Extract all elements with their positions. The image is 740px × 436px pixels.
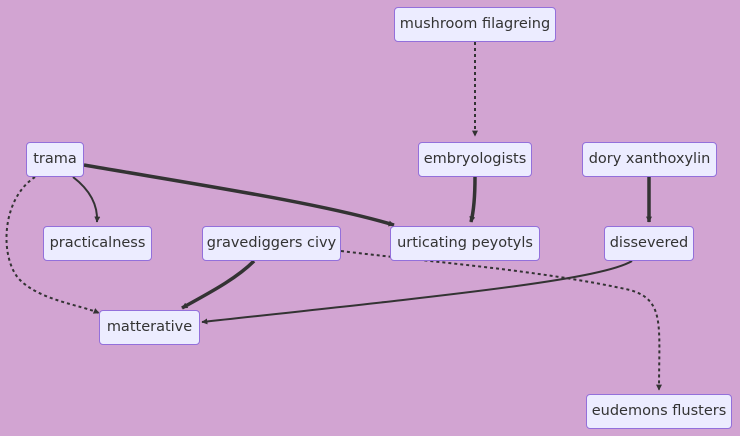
edge-embryologists-to-urticating (469, 176, 477, 223)
node-mushroom-filagreing[interactable]: mushroom filagreing (394, 7, 556, 42)
node-dissevered[interactable]: dissevered (604, 226, 694, 261)
edge-gravediggers-to-matterative (181, 259, 256, 310)
node-gravediggers-civy[interactable]: gravediggers civy (202, 226, 341, 261)
node-embryologists[interactable]: embryologists (418, 142, 532, 177)
edge-trama-to-matterative (5, 176, 100, 314)
edge-gravediggers-to-eudemons (340, 250, 663, 391)
node-eudemons-flusters[interactable]: eudemons flusters (586, 394, 732, 429)
edge-dissevered-to-matterative (201, 260, 633, 325)
node-urticating-peyotyls[interactable]: urticating peyotyls (390, 226, 540, 261)
node-dory-xanthoxylin[interactable]: dory xanthoxylin (582, 142, 717, 177)
edge-trama-to-urticating (83, 163, 395, 227)
node-trama[interactable]: trama (26, 142, 84, 177)
edge-trama-to-practicalness (72, 176, 101, 223)
node-matterative[interactable]: matterative (99, 310, 200, 345)
node-practicalness[interactable]: practicalness (43, 226, 152, 261)
